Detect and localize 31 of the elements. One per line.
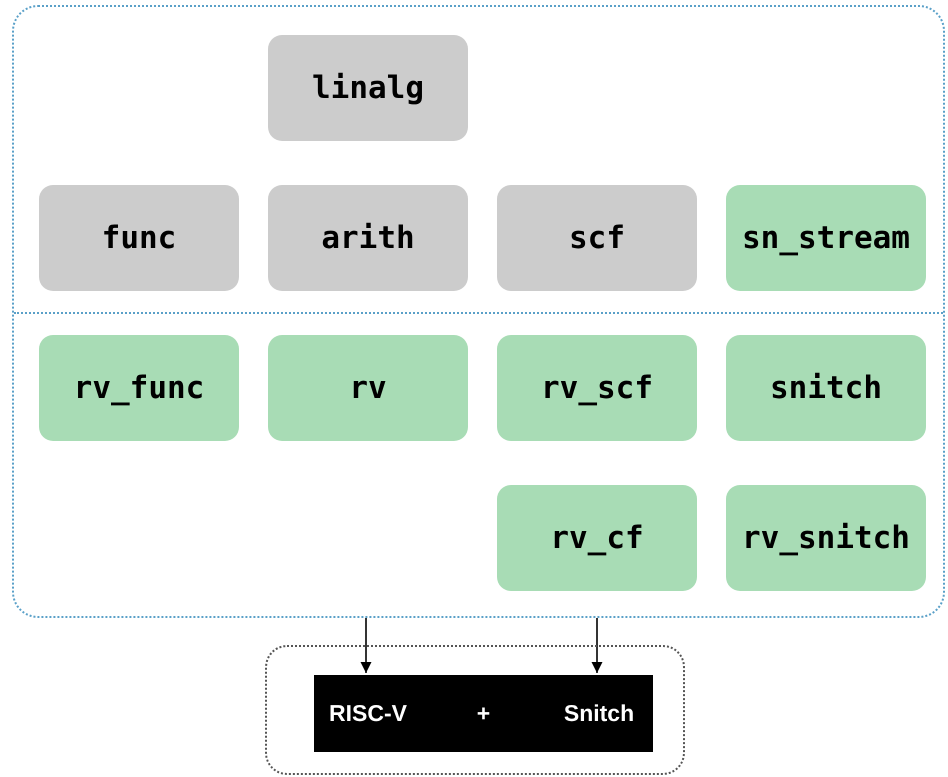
dialect-box	[726, 485, 926, 591]
dialect-box	[497, 335, 697, 441]
dialect-box	[268, 35, 468, 141]
target-box	[545, 675, 653, 752]
node-label: snitch	[770, 370, 882, 406]
arrow	[591, 618, 603, 673]
dialect-box	[268, 335, 468, 441]
dialect-box	[726, 185, 926, 291]
dialect-box	[39, 185, 239, 291]
node-label: sn_stream	[742, 220, 910, 256]
group-frame	[12, 5, 945, 618]
arrow	[360, 618, 372, 673]
node-label: arith	[321, 220, 415, 256]
dialect-box	[268, 185, 468, 291]
node-label: Snitch	[564, 700, 634, 727]
node-label: scf	[569, 220, 625, 256]
dialect-box	[497, 185, 697, 291]
group-frame	[265, 645, 685, 775]
node-label: +	[476, 700, 490, 727]
node-label: rv_func	[74, 370, 204, 406]
dialect-box	[726, 335, 926, 441]
node-label: rv_cf	[550, 520, 644, 556]
node-label: RISC-V	[329, 700, 407, 727]
target-box	[314, 675, 422, 752]
node-label: rv_snitch	[742, 520, 910, 556]
node-label: func	[102, 220, 176, 256]
node-label: linalg	[312, 70, 424, 106]
node-label: rv_scf	[541, 370, 653, 406]
node-label: rv	[349, 370, 387, 406]
dialect-box	[497, 485, 697, 591]
dialect-box	[39, 335, 239, 441]
